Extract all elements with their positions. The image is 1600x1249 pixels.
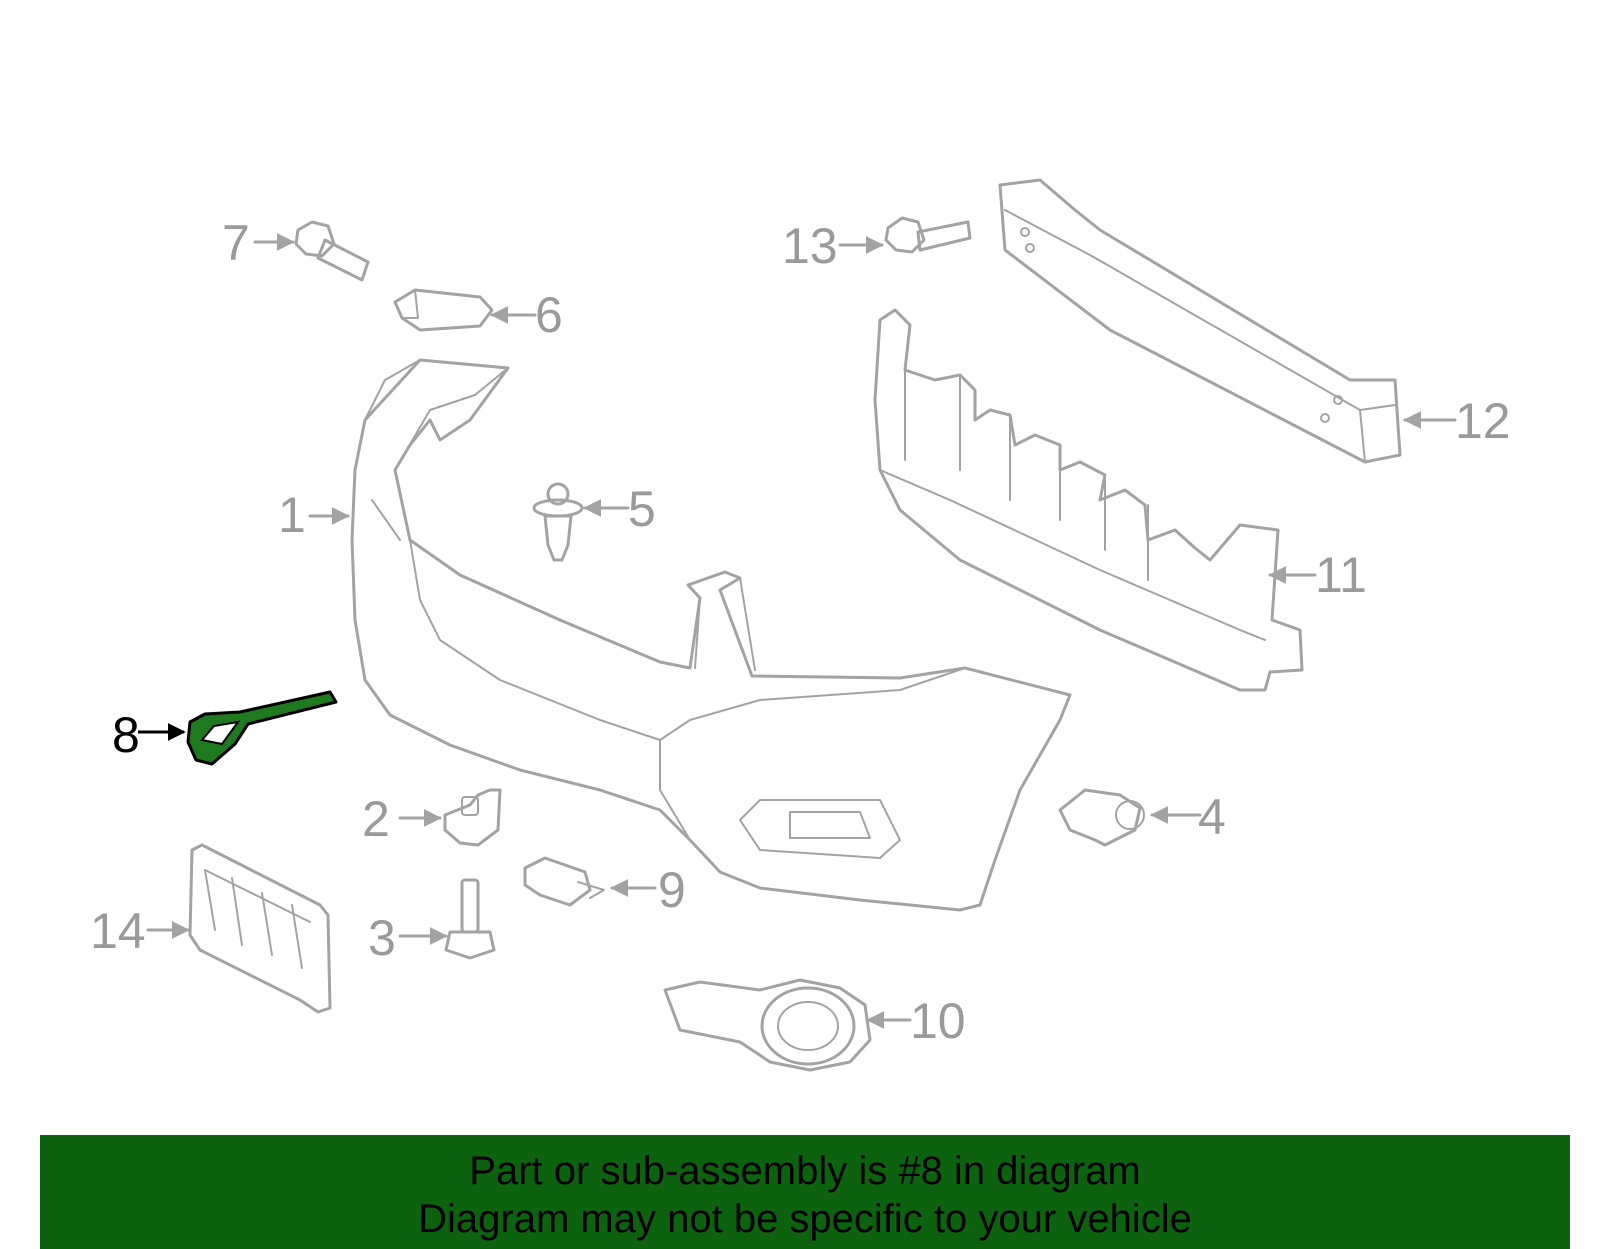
callout-13: 13: [782, 218, 838, 274]
part-2-bracket: [398, 788, 502, 847]
callout-4: 4: [1198, 789, 1226, 845]
callout-5: 5: [628, 481, 656, 537]
part-6-bracket: [393, 288, 537, 332]
part-10-fog-lamp-bezel: [663, 978, 912, 1072]
part-9-clip: [523, 856, 657, 907]
banner-line-disclaimer: Diagram may not be specific to your vehi…: [418, 1197, 1192, 1241]
part-11-energy-absorber: [873, 308, 1317, 692]
part-3-bolt: [398, 878, 496, 960]
callout-9: 9: [658, 862, 686, 918]
callout-2: 2: [362, 791, 390, 847]
callout-8: 8: [112, 707, 140, 763]
callout-6: 6: [535, 287, 563, 343]
callout-labels: 1 2 3 4 5 6 7 8 9 10 11 12 13 14: [90, 215, 1511, 1049]
part-8-tow-hook: [138, 690, 338, 766]
callout-11: 11: [1315, 547, 1367, 603]
callout-1: 1: [278, 487, 306, 543]
part-14-license-plate-bracket: [146, 843, 332, 1014]
parts-diagram: 1 2 3 4 5 6 7 8 9 10 11 12 13 14: [90, 178, 1511, 1072]
part-13-bolt: [838, 216, 972, 254]
callout-3: 3: [368, 910, 396, 966]
callout-12: 12: [1455, 393, 1511, 449]
part-7-bolt: [253, 220, 370, 282]
part-5-push-clip: [532, 482, 630, 562]
callout-14: 14: [90, 903, 146, 959]
banner-line-part: Part or sub-assembly is #8 in diagram: [469, 1149, 1141, 1193]
callout-7: 7: [222, 215, 250, 271]
part-1-bumper-cover: [308, 358, 1072, 912]
info-banner: Part or sub-assembly is #8 in diagram Di…: [40, 1135, 1570, 1249]
part-12-reinforcement-beam: [998, 178, 1457, 464]
part-4-clip: [1058, 788, 1202, 847]
callout-10: 10: [910, 993, 966, 1049]
